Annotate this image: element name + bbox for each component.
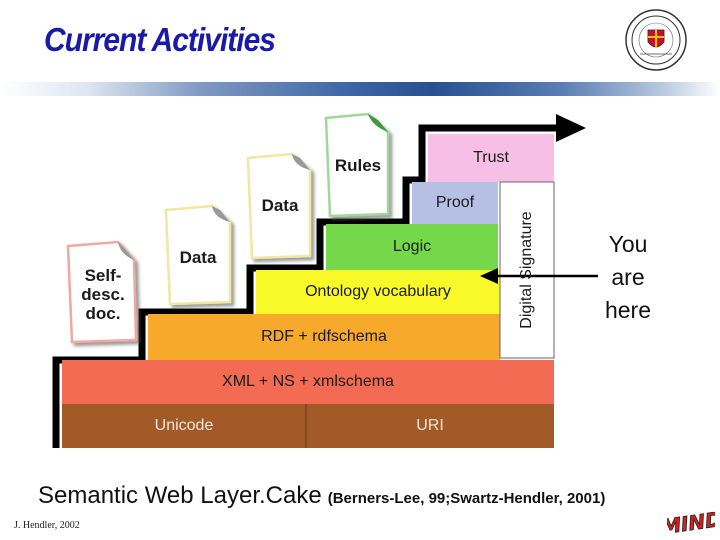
caption: Semantic Web Layer.Cake (Berners-Lee, 99;… [38, 482, 605, 510]
mind-logo-icon: MIND [667, 506, 715, 538]
you-are-here-line-3: here [604, 297, 652, 323]
xml-layer [62, 360, 554, 404]
self-desc-doc-label: Self- desc. doc. [72, 266, 134, 323]
author-credit: J. Hendler, 2002 [14, 520, 80, 531]
digital-signature-layer [499, 181, 555, 359]
uri-label: URI [416, 417, 444, 434]
self-desc-line-2: desc. [81, 285, 125, 304]
data-doc-label-2: Data [261, 196, 299, 215]
uri-layer [306, 404, 554, 448]
rdf-layer [148, 314, 500, 360]
proof-label: Proof [435, 194, 475, 211]
unicode-label: Unicode [154, 417, 214, 434]
xml-label: XML + NS + xmlschema [222, 373, 394, 390]
trust-layer [428, 134, 554, 182]
data-doc-label-1: Data [179, 248, 217, 267]
rdf-label: RDF + rdfschema [261, 328, 387, 345]
page-title: Current Activities [44, 22, 276, 59]
trust-label: Trust [473, 149, 509, 166]
top-arrowhead [556, 114, 586, 142]
rules-doc-label: Rules [334, 156, 382, 175]
data-doc-icon-2 [246, 152, 312, 260]
caption-reference: (Berners-Lee, 99;Swartz-Hendler, 2001) [327, 490, 606, 507]
you-are-here-line-1: You [608, 231, 648, 257]
data-doc-icon-1 [164, 204, 232, 306]
caption-main: Semantic Web Layer.Cake [38, 482, 322, 509]
university-seal-icon [625, 9, 687, 71]
proof-layer [412, 182, 498, 224]
ontology-label: Ontology vocabulary [305, 283, 451, 300]
self-desc-doc-icon [66, 240, 138, 344]
rules-doc-icon [324, 112, 390, 218]
logic-layer [326, 224, 498, 270]
ontology-layer [256, 270, 500, 314]
you-are-here-line-2: are [611, 264, 645, 290]
title-banner [0, 82, 720, 96]
logic-label: Logic [392, 238, 432, 255]
self-desc-line-1: Self- [84, 266, 122, 285]
mind-logo-text: MIND [667, 507, 715, 538]
unicode-layer [62, 404, 306, 448]
you-are-here-annotation: You are here [596, 228, 660, 327]
digital-signature-label: Digital Signature [518, 211, 535, 329]
self-desc-line-3: doc. [85, 304, 121, 323]
